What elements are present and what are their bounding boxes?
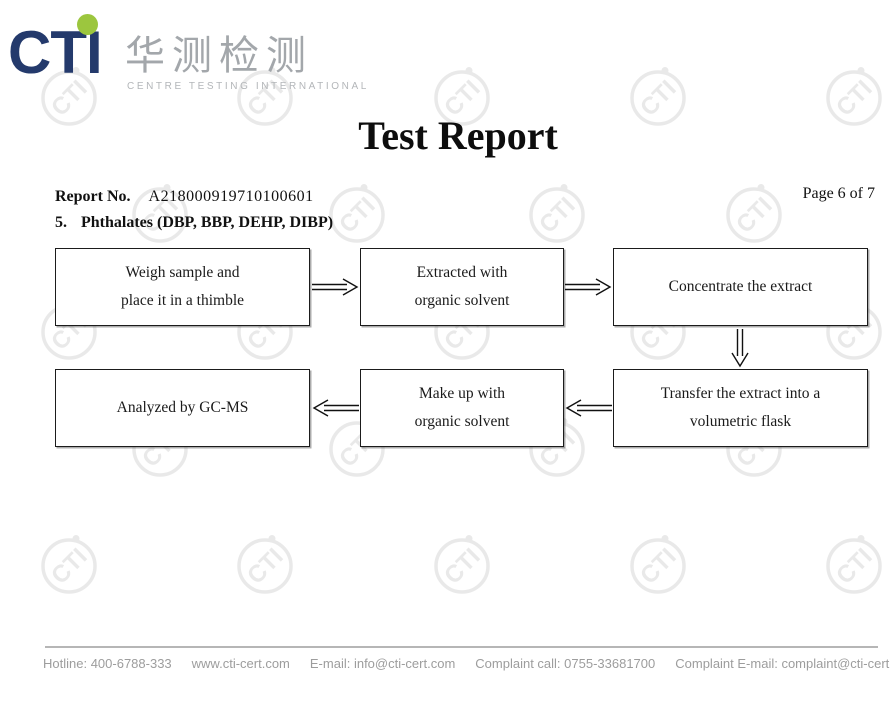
flow-step-analyzed-gcms: Analyzed by GC-MS xyxy=(55,369,310,447)
cti-watermark-icon: CTI xyxy=(826,67,882,126)
svg-text:CTI: CTI xyxy=(439,543,485,589)
page-title: Test Report xyxy=(358,113,558,158)
flow-step-line: Transfer the extract into a xyxy=(660,385,821,402)
flow-step-line: Concentrate the extract xyxy=(668,278,813,295)
svg-text:CTI: CTI xyxy=(334,192,380,238)
cti-watermark-icon: CTI xyxy=(434,535,490,594)
cti-watermark-icon: CTI xyxy=(630,67,686,126)
svg-text:CTI: CTI xyxy=(635,543,681,589)
report-number-value: A218000919710100601 xyxy=(148,188,314,205)
cti-watermark-icon: CTI xyxy=(41,67,97,126)
page-number: Page 6 of 7 xyxy=(802,185,875,202)
flow-step-make-up: Make up with organic solvent xyxy=(360,369,564,447)
arrow-right-icon xyxy=(312,278,359,296)
section-heading: 5. Phthalates (DBP, BBP, DEHP, DIBP) xyxy=(55,214,333,232)
cti-watermark-icon: CTI xyxy=(329,184,385,243)
arrow-right-icon xyxy=(565,278,612,296)
cti-watermark-icon: CTI xyxy=(132,184,188,243)
cti-watermark-icon: CTI xyxy=(237,67,293,126)
footer-contacts: Hotline: 400-6788-333 www.cti-cert.com E… xyxy=(43,656,894,671)
logo-chinese-name: 华测检测 xyxy=(125,34,313,78)
cti-watermark-icon: CTI xyxy=(41,535,97,594)
cti-watermark-icon: CTI xyxy=(434,67,490,126)
section-number: 5. xyxy=(55,214,67,231)
flow-step-line: volumetric flask xyxy=(689,413,792,430)
flow-step-line: organic solvent xyxy=(414,292,510,309)
flow-step-line: Make up with xyxy=(418,385,506,402)
flow-step-line: Analyzed by GC-MS xyxy=(116,399,249,416)
arrow-down-icon xyxy=(731,329,749,368)
svg-text:CTI: CTI xyxy=(242,543,288,589)
flow-step-line: organic solvent xyxy=(414,413,510,430)
svg-text:CTI: CTI xyxy=(831,543,877,589)
footer-hotline: Hotline: 400-6788-333 xyxy=(43,656,172,671)
flow-step-concentrate: Concentrate the extract xyxy=(613,248,868,326)
footer-website: www.cti-cert.com xyxy=(191,656,290,671)
logo-green-dot-icon xyxy=(77,14,98,35)
footer-divider xyxy=(45,646,878,648)
arrow-left-icon xyxy=(312,399,359,417)
flow-step-extract-solvent: Extracted with organic solvent xyxy=(360,248,564,326)
cti-watermark-icon: CTI xyxy=(630,535,686,594)
svg-text:CTI: CTI xyxy=(46,543,92,589)
svg-text:CTI: CTI xyxy=(731,192,777,238)
report-number-label: Report No. xyxy=(55,188,131,205)
footer-complaint-email: Complaint E-mail: complaint@cti-cert xyxy=(675,656,890,671)
flow-step-line: Weigh sample and xyxy=(125,264,240,281)
arrow-left-icon xyxy=(565,399,612,417)
section-title: Phthalates (DBP, BBP, DEHP, DIBP) xyxy=(81,214,334,231)
logo-subtitle: CENTRE TESTING INTERNATIONAL xyxy=(127,81,369,92)
svg-text:CTI: CTI xyxy=(534,192,580,238)
cti-watermark-icon: CTI xyxy=(726,184,782,243)
flow-step-transfer-flask: Transfer the extract into a volumetric f… xyxy=(613,369,868,447)
footer-complaint-call: Complaint call: 0755-33681700 xyxy=(475,656,656,671)
flow-step-weigh-sample: Weigh sample and place it in a thimble xyxy=(55,248,310,326)
footer-email: E-mail: info@cti-cert.com xyxy=(309,656,456,671)
cti-watermark-icon: CTI xyxy=(237,535,293,594)
flow-step-line: Extracted with xyxy=(416,264,508,281)
flow-step-line: place it in a thimble xyxy=(120,292,245,309)
report-number-row: Report No. A218000919710100601 xyxy=(55,188,314,206)
cti-watermark-icon: CTI xyxy=(529,184,585,243)
cti-watermark-icon: CTI xyxy=(826,535,882,594)
